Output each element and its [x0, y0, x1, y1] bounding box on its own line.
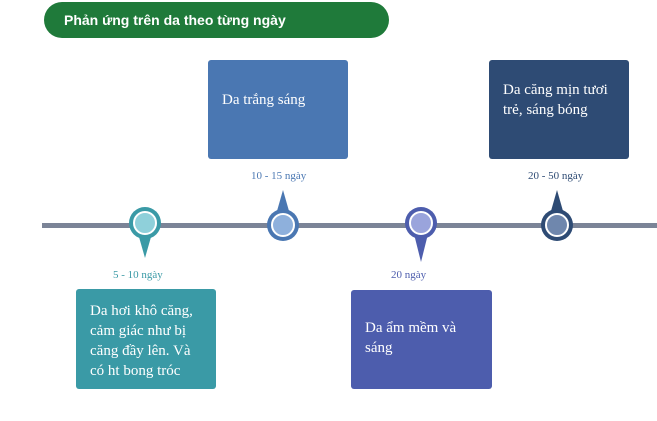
milestone-2-box: Da trắng sáng	[208, 60, 348, 159]
milestone-3-date: 20 ngày	[391, 269, 427, 281]
milestone-4-pin	[541, 190, 573, 241]
milestone-2-text: Da trắng sáng	[222, 92, 306, 108]
milestone-3-pin	[405, 207, 437, 262]
milestone-3-text: Da ẩm mềm và sáng	[365, 320, 457, 356]
milestone-4-text: Da căng mịn tươi trẻ, sáng bóng	[503, 82, 608, 118]
milestone-1-date: 5 - 10 ngày	[113, 269, 163, 281]
timeline-line	[42, 223, 657, 228]
milestone-2-pin	[267, 190, 299, 241]
milestone-1-text: Da hơi khô căng, cảm giác như bị căng đầ…	[90, 303, 193, 379]
milestone-4-date: 20 - 50 ngày	[528, 170, 584, 182]
milestone-4-box: Da căng mịn tươi trẻ, sáng bóng	[489, 60, 629, 159]
milestone-2-date: 10 - 15 ngày	[251, 170, 307, 182]
milestone-1-pin	[129, 207, 161, 258]
diagram-title: Phản ứng trên da theo từng ngày	[44, 2, 389, 38]
milestone-3-box: Da ẩm mềm và sáng	[351, 290, 492, 389]
milestone-1-box: Da hơi khô căng, cảm giác như bị căng đầ…	[76, 289, 216, 389]
